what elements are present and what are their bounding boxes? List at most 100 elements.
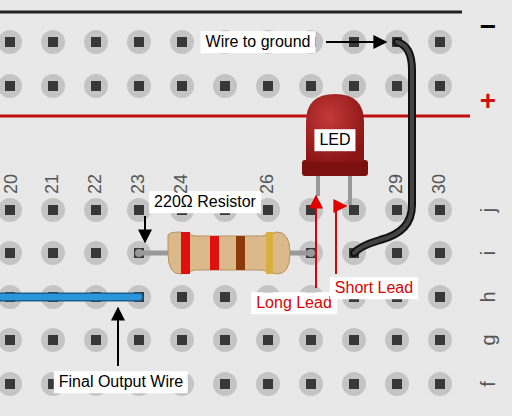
hole-ring — [0, 74, 22, 98]
hole — [385, 328, 409, 352]
row-letter: f — [477, 381, 499, 387]
hole-socket — [306, 379, 316, 389]
hole-socket — [263, 379, 273, 389]
hole-ring — [127, 198, 151, 222]
row-letter: g — [477, 334, 499, 345]
hole-socket — [220, 292, 230, 302]
hole-socket — [392, 205, 402, 215]
hole-socket — [91, 37, 101, 47]
hole-socket — [177, 292, 187, 302]
hole — [385, 372, 409, 396]
hole-ring — [0, 30, 22, 54]
hole-socket — [435, 292, 445, 302]
hole-socket — [48, 335, 58, 345]
resistor-lead — [307, 249, 315, 257]
column-number: 24 — [172, 174, 192, 194]
hole — [299, 328, 323, 352]
hole-socket — [349, 205, 359, 215]
hole-ring — [428, 372, 452, 396]
hole-socket — [435, 379, 445, 389]
hole — [256, 74, 280, 98]
hole — [342, 328, 366, 352]
hole-socket — [91, 205, 101, 215]
hole — [0, 30, 22, 54]
hole — [428, 198, 452, 222]
hole-ring — [213, 74, 237, 98]
hole-ring — [84, 30, 108, 54]
hole-socket — [177, 37, 187, 47]
hole-socket — [134, 37, 144, 47]
resistor-band — [181, 232, 190, 274]
hole-ring — [428, 328, 452, 352]
hole-socket — [263, 335, 273, 345]
power-rail-line — [0, 115, 470, 118]
hole — [41, 241, 65, 265]
hole — [428, 328, 452, 352]
hole-ring — [170, 328, 194, 352]
part-label: LED — [314, 129, 355, 151]
hole — [0, 198, 22, 222]
column-number: 23 — [129, 174, 149, 194]
leader-line — [315, 196, 317, 288]
hole — [385, 74, 409, 98]
callout-label: Long Lead — [251, 292, 337, 314]
led-rim — [302, 160, 368, 176]
hole-socket — [435, 37, 445, 47]
hole-socket — [177, 81, 187, 91]
hole-ring — [342, 74, 366, 98]
hole-ring — [428, 74, 452, 98]
hole — [299, 198, 323, 222]
hole-socket — [48, 205, 58, 215]
hole-ring — [342, 198, 366, 222]
hole-ring — [0, 372, 22, 396]
hole — [127, 30, 151, 54]
hole-ring — [84, 241, 108, 265]
rail-sign: − — [480, 12, 496, 43]
leader-line — [117, 308, 119, 366]
hole-socket — [263, 81, 273, 91]
hole-socket — [48, 248, 58, 258]
hole-socket — [5, 205, 15, 215]
hole-ring — [0, 198, 22, 222]
hole-socket — [5, 379, 15, 389]
hole-ring — [256, 328, 280, 352]
holes — [0, 30, 452, 396]
callout-label: Wire to ground — [201, 31, 316, 53]
hole-socket — [392, 81, 402, 91]
hole-ring — [41, 241, 65, 265]
hole — [127, 198, 151, 222]
row-letter: i — [477, 251, 499, 255]
column-number: 20 — [2, 174, 22, 194]
hole — [385, 241, 409, 265]
column-number: 29 — [387, 174, 407, 194]
hole-socket — [134, 335, 144, 345]
hole-socket — [435, 81, 445, 91]
hole — [41, 30, 65, 54]
hole-socket — [134, 81, 144, 91]
ground-rail-line — [0, 11, 462, 14]
hole-socket — [5, 335, 15, 345]
hole-ring — [84, 328, 108, 352]
output-wire — [0, 293, 139, 302]
hole-ring — [299, 372, 323, 396]
hole-ring — [213, 328, 237, 352]
hole-socket — [220, 379, 230, 389]
hole-socket — [349, 379, 359, 389]
hole-socket — [435, 248, 445, 258]
hole-ring — [170, 30, 194, 54]
resistor-band — [210, 236, 219, 270]
hole — [0, 328, 22, 352]
hole — [84, 328, 108, 352]
ground-wire — [354, 42, 412, 253]
hole-socket — [134, 248, 144, 258]
hole — [84, 198, 108, 222]
hole — [41, 198, 65, 222]
leader-line — [336, 206, 346, 274]
leader-line — [326, 41, 386, 43]
output-wire — [0, 294, 139, 300]
hole-ring — [41, 328, 65, 352]
hole-ring — [385, 372, 409, 396]
hole-socket — [220, 335, 230, 345]
